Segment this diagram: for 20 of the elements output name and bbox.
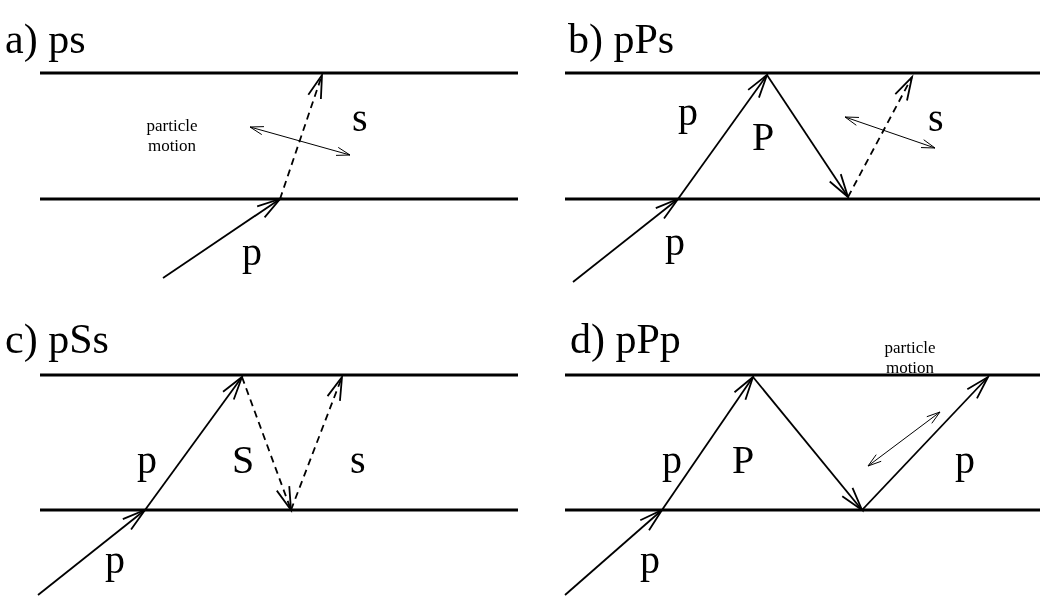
wave-label: p xyxy=(662,440,682,480)
particle-motion-note: particle motion xyxy=(145,116,199,156)
panel-title: c) pSs xyxy=(5,318,109,360)
wave-label: P xyxy=(752,117,775,157)
wave-label: p xyxy=(137,440,157,480)
wave-label: s xyxy=(928,98,944,138)
wave-label: p xyxy=(665,222,685,262)
wave-label: p xyxy=(678,92,698,132)
wave-label: p xyxy=(242,232,262,272)
panel-title: b) pPs xyxy=(568,18,675,60)
panel-title: d) pPp xyxy=(570,318,681,360)
particle-motion-note: particle motion xyxy=(883,338,937,378)
wave-label: p xyxy=(955,440,975,480)
wave-label: s xyxy=(352,98,368,138)
wave-label: p xyxy=(640,540,660,580)
panel-title: a) ps xyxy=(5,18,86,60)
wave-label: S xyxy=(232,440,255,480)
wave-label: P xyxy=(732,440,755,480)
wave-label: s xyxy=(350,440,366,480)
wave-label: p xyxy=(105,540,125,580)
